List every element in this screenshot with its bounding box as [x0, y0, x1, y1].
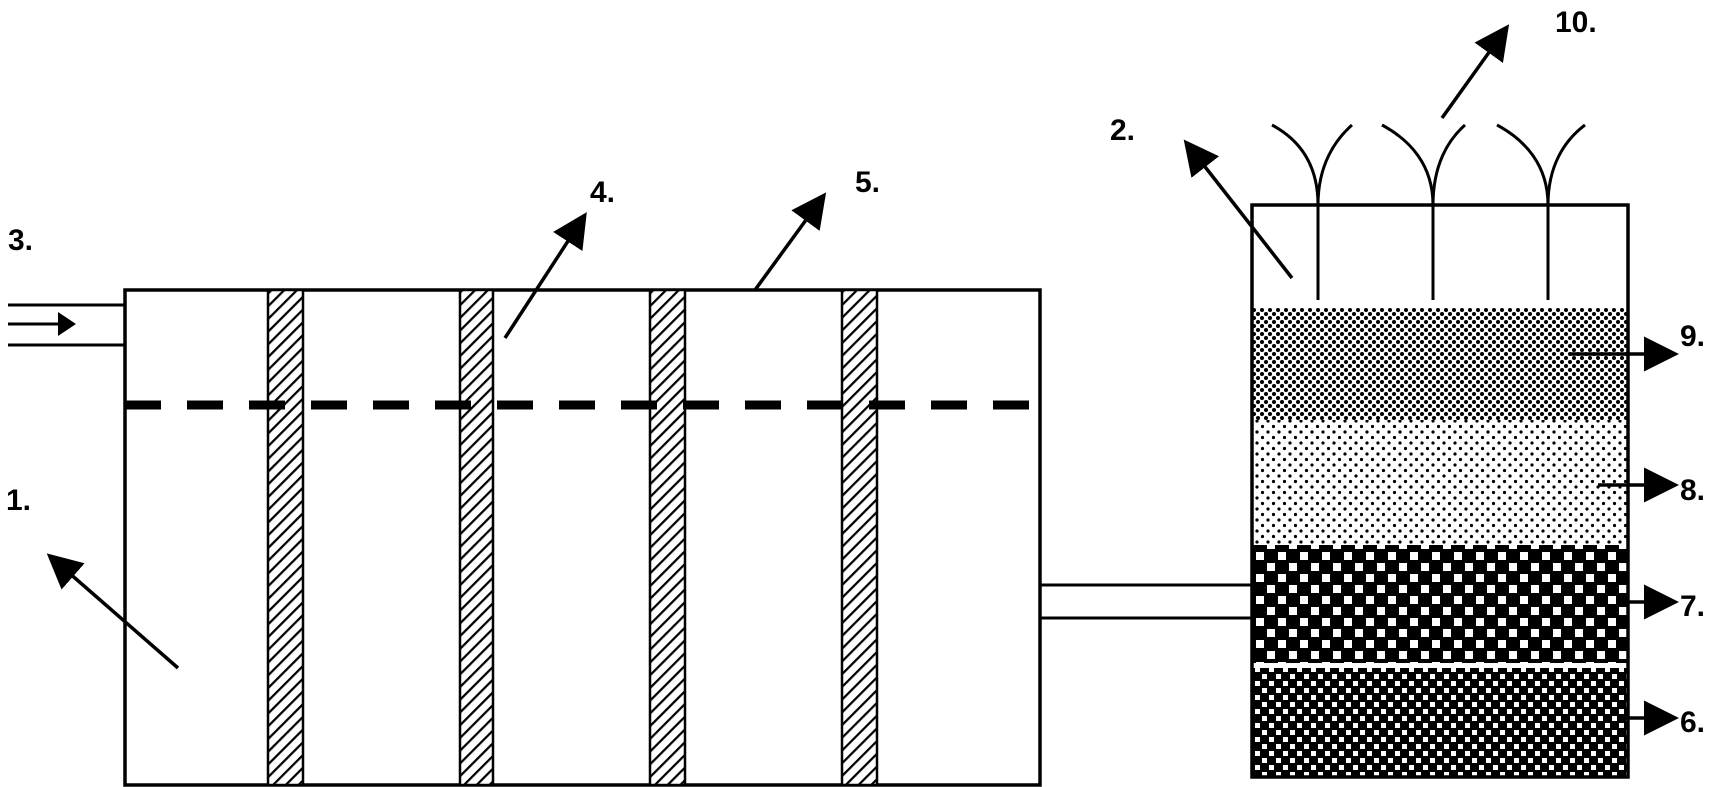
label-4: 4. — [590, 176, 615, 209]
arrow-4 — [503, 212, 587, 339]
labels: 1. 2. 3. 4. 5. 6. 7. 8. 9. 10. — [6, 6, 1705, 739]
inlet-flow-arrowhead — [58, 312, 76, 336]
plants — [1271, 123, 1586, 300]
inlet-pipe — [8, 303, 125, 347]
layer-6-mesh — [1252, 668, 1628, 777]
label-10: 10. — [1555, 6, 1597, 39]
label-8: 8. — [1680, 474, 1705, 507]
label-7: 7. — [1680, 590, 1705, 623]
baffle-wall-2 — [458, 288, 495, 787]
arrow-5 — [753, 192, 827, 292]
baffle-wall-1 — [266, 288, 305, 787]
arrow-1 — [46, 553, 180, 670]
plant-1 — [1271, 123, 1353, 300]
connecting-pipe — [1040, 583, 1252, 620]
baffle-wall-4 — [840, 288, 879, 787]
baffled-reactor — [123, 288, 1042, 787]
layer-8-sparse-dots — [1252, 420, 1628, 545]
label-2: 2. — [1110, 114, 1135, 147]
label-3: 3. — [8, 224, 33, 257]
label-1: 1. — [6, 484, 31, 517]
plant-2 — [1381, 123, 1466, 300]
label-5: 5. — [855, 166, 880, 199]
arrow-2 — [1183, 139, 1294, 280]
reactor-body — [123, 288, 1042, 787]
layer-7-checker — [1252, 545, 1628, 663]
label-9: 9. — [1680, 320, 1705, 353]
wetland-tank-body — [1250, 203, 1630, 779]
pointer-arrows — [46, 24, 1679, 736]
label-6: 6. — [1680, 706, 1705, 739]
wetland-tank — [1250, 203, 1630, 779]
arrow-10 — [1440, 24, 1510, 120]
baffle-wall-3 — [648, 288, 687, 787]
plant-3 — [1496, 123, 1586, 300]
layer-9-dense-dots — [1252, 308, 1628, 420]
